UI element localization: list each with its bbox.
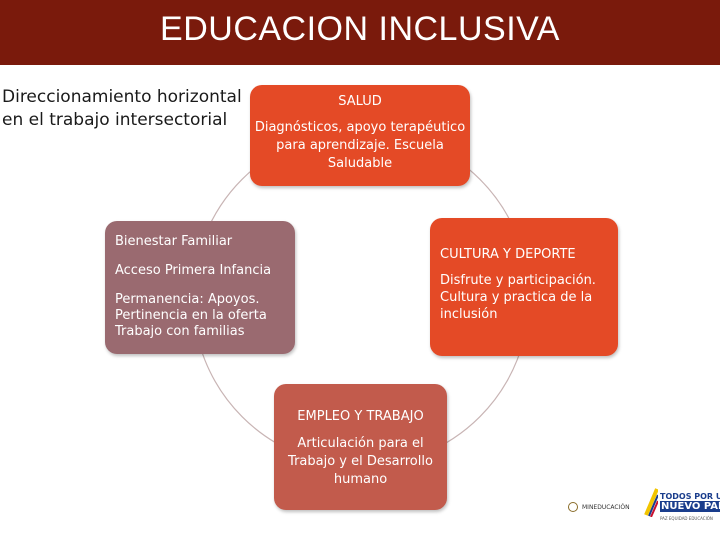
mineducacion-seal-icon — [568, 502, 578, 512]
gov-logo-line2: NUEVO PAÍS — [660, 501, 720, 512]
colombia-flag-icon — [644, 488, 658, 517]
page-title: EDUCACION INCLUSIVA — [160, 10, 560, 48]
bienestar-heading: Bienestar Familiar — [115, 234, 233, 249]
empleo-heading: EMPLEO Y TRABAJO — [297, 409, 424, 424]
todos-por-un-nuevo-pais-logo: TODOS POR UN NUEVO PAÍS PAZ EQUIDAD EDUC… — [644, 485, 720, 530]
cultura-body: Disfrute y participación. Cultura y prac… — [440, 273, 596, 322]
salud-heading: SALUD — [338, 94, 382, 109]
bienestar-line1: Acceso Primera Infancia — [115, 263, 272, 278]
bienestar-box: Bienestar Familiar Acceso Primera Infanc… — [105, 221, 295, 354]
gov-logo-line1: TODOS POR UN — [660, 492, 720, 501]
salud-body: Diagnósticos, apoyo terapéutico para apr… — [254, 120, 466, 171]
subtitle-text: Direccionamiento horizontal en el trabaj… — [2, 87, 242, 130]
cultura-heading: CULTURA Y DEPORTE — [440, 247, 576, 262]
empleo-body: Articulación para el Trabajo y el Desarr… — [288, 436, 433, 487]
salud-box: SALUD Diagnósticos, apoyo terapéutico pa… — [250, 85, 470, 186]
gov-logo-line3: PAZ EQUIDAD EDUCACIÓN — [660, 516, 713, 521]
mineducacion-logo: MINEDUCACIÓN — [582, 504, 630, 511]
cultura-box: CULTURA Y DEPORTE Disfrute y participaci… — [430, 218, 618, 356]
bienestar-line2: Permanencia: Apoyos. Pertinencia en la o… — [115, 292, 267, 339]
empleo-box: EMPLEO Y TRABAJO Articulación para el Tr… — [274, 384, 447, 510]
footer-logos: MINEDUCACIÓN TODOS POR UN NUEVO PAÍS PAZ… — [565, 485, 720, 530]
header-bar: EDUCACION INCLUSIVA — [0, 0, 720, 65]
